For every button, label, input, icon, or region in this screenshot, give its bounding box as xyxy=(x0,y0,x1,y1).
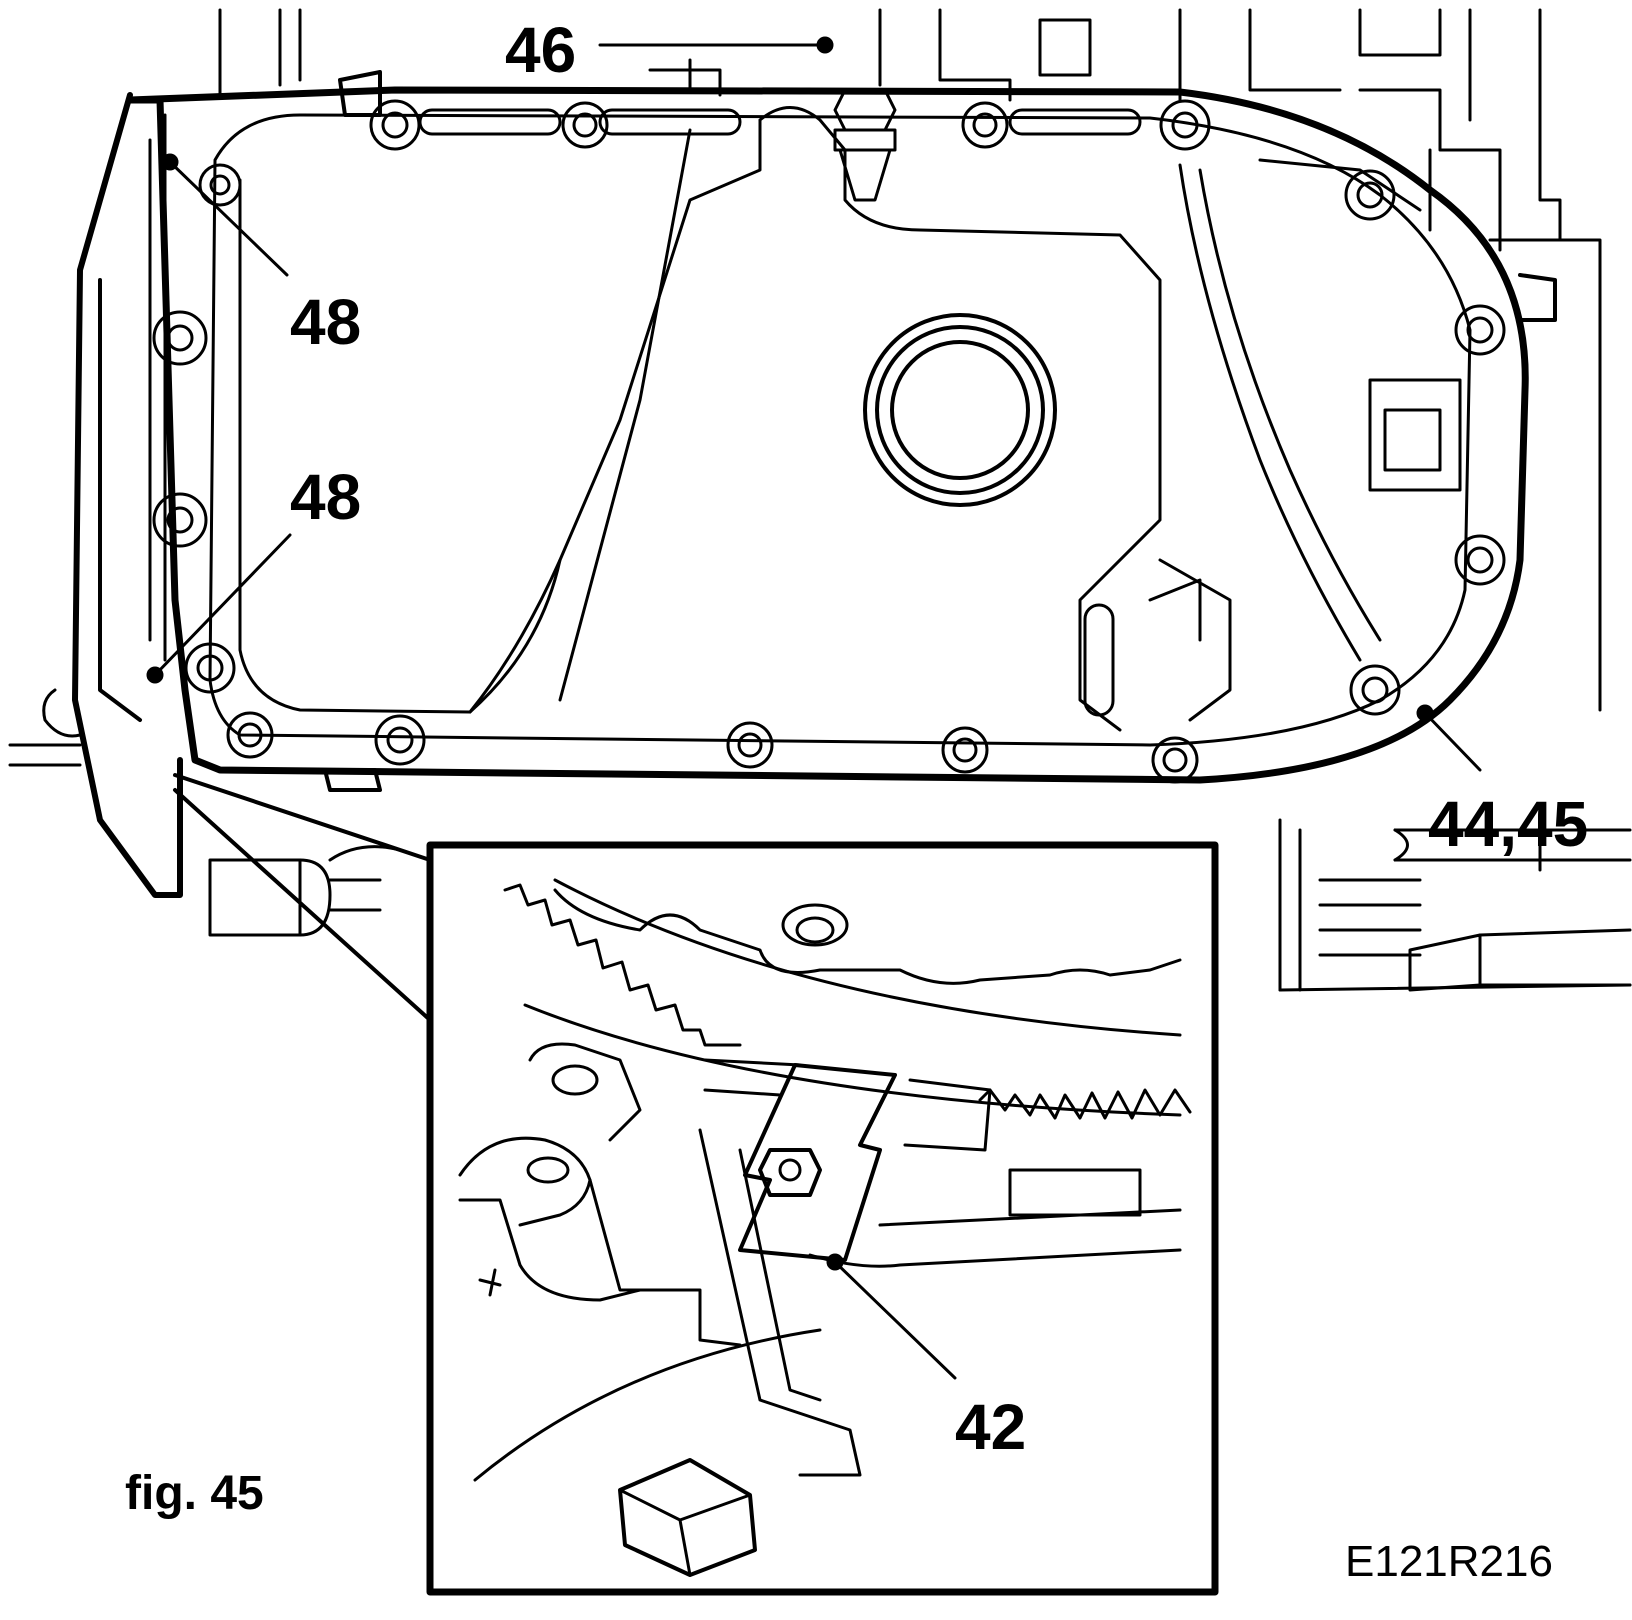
bolt xyxy=(226,711,274,759)
hex-bolt xyxy=(833,88,897,202)
bolt xyxy=(198,163,242,207)
bolt xyxy=(961,101,1009,149)
bolt xyxy=(1151,736,1199,784)
flywheel-locking-tool xyxy=(738,1063,897,1262)
leader-48-lower xyxy=(153,533,292,677)
sump-bolts xyxy=(152,99,1506,784)
bolt xyxy=(726,721,774,769)
bolt xyxy=(374,714,426,766)
left-frame-outline xyxy=(72,92,183,898)
sump-gasket-outline xyxy=(126,86,1529,784)
sump-flange xyxy=(208,113,1472,747)
bolt xyxy=(561,101,609,149)
bolt xyxy=(1349,664,1401,716)
bolt xyxy=(1159,99,1211,151)
sump-tabs xyxy=(323,70,1557,792)
drawing-code: E121R216 xyxy=(1345,1537,1553,1586)
flange-slots xyxy=(418,108,1142,717)
bolt xyxy=(369,99,421,151)
right-lower-fittings xyxy=(1278,818,1632,992)
bolt xyxy=(1344,169,1396,221)
callout-48-upper: 48 xyxy=(290,286,362,358)
drain-plug xyxy=(863,313,1057,507)
bolt xyxy=(1454,304,1506,356)
bolt xyxy=(1454,534,1506,586)
leader-48-upper xyxy=(168,160,289,277)
bolt xyxy=(941,726,989,774)
callout-leaders xyxy=(146,36,1482,1380)
bolt xyxy=(152,310,208,366)
bolt xyxy=(184,642,236,694)
zoom-leader xyxy=(173,773,432,1022)
figure-caption: fig. 45 xyxy=(125,1467,264,1520)
callout-44-45: 44,45 xyxy=(1428,788,1589,860)
lower-left-fittings xyxy=(8,688,402,937)
sensor-block xyxy=(618,1458,757,1577)
bolt xyxy=(152,492,208,548)
callout-46: 46 xyxy=(505,14,577,86)
right-bracket xyxy=(1368,378,1462,492)
callout-42: 42 xyxy=(955,1391,1027,1463)
leader-44-45 xyxy=(1423,711,1482,772)
sump-casting-body xyxy=(238,106,1162,732)
callout-48-lower: 48 xyxy=(290,461,362,533)
leader-42 xyxy=(833,1260,957,1380)
detail-inset-contents xyxy=(458,878,1192,1577)
